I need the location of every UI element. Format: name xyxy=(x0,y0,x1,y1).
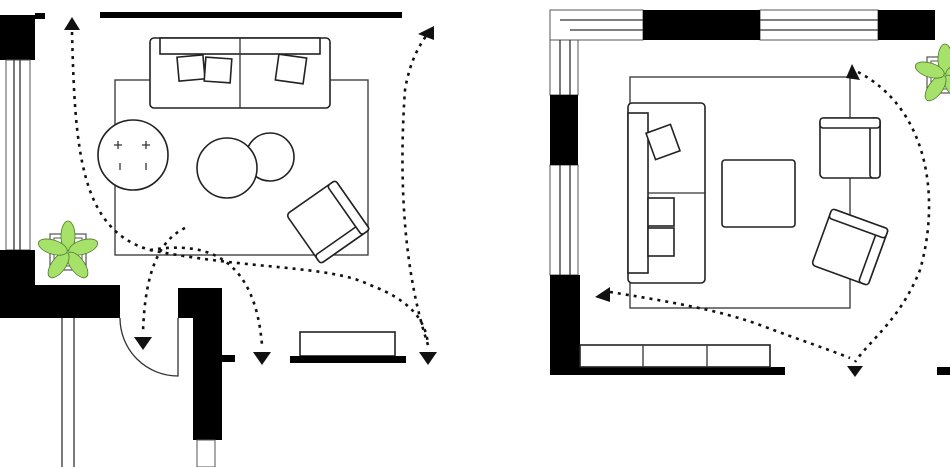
window xyxy=(196,439,216,467)
wall xyxy=(550,95,578,165)
console xyxy=(290,331,406,363)
arrow-icon xyxy=(253,352,271,365)
armchair-icon xyxy=(285,179,371,265)
arrow-icon xyxy=(847,366,863,377)
window xyxy=(759,9,879,41)
plant-icon xyxy=(35,220,101,282)
wall xyxy=(580,367,785,375)
arrow-icon xyxy=(64,17,80,30)
traffic-paths xyxy=(64,17,437,365)
sofa-icon xyxy=(149,37,331,109)
coffee-table xyxy=(196,137,258,199)
round-table-icon xyxy=(97,119,169,191)
wall xyxy=(100,12,402,18)
armchair-icon xyxy=(810,207,890,287)
arrow-icon xyxy=(134,337,152,350)
sofa-icon xyxy=(627,102,706,284)
traffic-paths xyxy=(595,64,931,377)
armchair-icon xyxy=(819,117,881,179)
door-icon xyxy=(119,317,179,377)
cabinet xyxy=(579,344,771,368)
wall xyxy=(643,10,760,40)
window xyxy=(5,59,31,251)
arrow-icon xyxy=(595,287,610,302)
wall xyxy=(550,275,580,375)
arrow-icon xyxy=(419,352,437,365)
wall xyxy=(35,13,45,19)
plant-icon xyxy=(912,43,950,105)
arrow-icon xyxy=(846,64,860,80)
wall xyxy=(0,15,35,60)
window xyxy=(549,164,579,276)
wall xyxy=(0,285,120,318)
coffee-table xyxy=(721,159,796,228)
plan-right xyxy=(549,9,950,377)
wall xyxy=(178,288,222,318)
window xyxy=(549,39,579,96)
window xyxy=(549,9,644,41)
wall xyxy=(878,10,935,40)
wall xyxy=(937,367,950,375)
plan-left xyxy=(0,12,437,467)
wall xyxy=(193,318,222,440)
wall xyxy=(222,355,235,362)
arrow-icon xyxy=(418,26,434,40)
